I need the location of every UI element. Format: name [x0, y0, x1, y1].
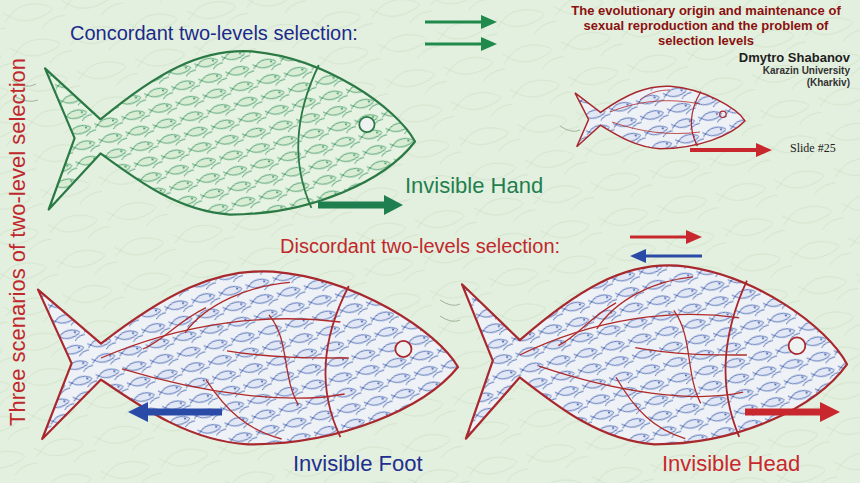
discordant-arrows [630, 230, 702, 263]
motion-line [440, 300, 460, 305]
scenario-name: Invisible Hand [405, 173, 543, 199]
blue-arrow [128, 402, 222, 422]
fish-vein [520, 314, 739, 355]
fish-veins [610, 90, 700, 134]
arrow-head [630, 249, 646, 263]
fish-outline [45, 51, 415, 215]
section-heading: Discordant two-levels selection: [280, 235, 560, 258]
arrow-shaft [425, 21, 483, 24]
fish-vein [143, 308, 206, 349]
scenario-name: Invisible Head [662, 451, 800, 477]
fish-head-line [726, 281, 747, 437]
motion-line [560, 126, 580, 131]
arrow-head [820, 402, 840, 422]
arrow-shaft [690, 148, 758, 152]
fish-vein [539, 366, 743, 396]
fish-shape [38, 268, 458, 479]
fish-head-line [298, 65, 319, 208]
fish-shape [462, 262, 847, 479]
red-arrow [745, 402, 840, 422]
arrow-shaft [745, 409, 824, 416]
fish-vein [122, 369, 345, 398]
fish-node: Invisible Hand [45, 48, 549, 218]
fish-vein [227, 351, 349, 358]
arrow-shaft [425, 43, 483, 46]
scenario-name: Invisible Foot [293, 451, 423, 477]
fish-outline [575, 86, 745, 149]
arrow-head [481, 37, 497, 51]
arrow-head [128, 402, 148, 422]
fish-node: Invisible Head [462, 262, 847, 479]
arrow-shaft [644, 255, 702, 258]
fish-vein [101, 319, 340, 358]
motion-line [440, 316, 460, 321]
arrow-head [686, 230, 702, 244]
green-arrow [318, 195, 403, 215]
vertical-heading: Three scenarios of two-level selection [5, 58, 31, 426]
fish-veins [520, 277, 747, 439]
fish-vein [558, 303, 616, 346]
small-fish [575, 86, 772, 157]
fish-vein [185, 282, 290, 332]
arrow-head [384, 195, 403, 215]
arrow-shaft [630, 236, 688, 239]
arrow-head [756, 143, 772, 157]
fish-outline [38, 271, 458, 444]
fish-vein [269, 315, 298, 405]
arrow-shaft [318, 202, 388, 209]
fish-vein [616, 377, 685, 438]
fish-vein [597, 277, 693, 329]
fish-head-line [325, 286, 348, 437]
fish-node: Invisible Foot [38, 268, 458, 479]
fish-vein [206, 380, 282, 439]
concordant-arrows [425, 15, 497, 51]
arrow-head [481, 15, 497, 29]
arrow-shaft [144, 409, 222, 416]
fish-outline [462, 265, 847, 444]
slide-number: Slide #25 [790, 141, 836, 156]
slide-title: The evolutionary origin and maintenance … [558, 3, 854, 48]
fish-vein [674, 310, 701, 403]
fish-head-line [691, 92, 700, 147]
fish-eye [395, 341, 411, 357]
fish-eye [789, 337, 806, 354]
section-heading: Concordant two-levels selection: [70, 22, 358, 45]
fish-vein [635, 348, 747, 355]
affiliation: Karazin University (Kharkiv) [750, 65, 850, 89]
fish-eye [720, 111, 726, 117]
fish-veins [101, 282, 349, 439]
fish-eye [359, 117, 374, 132]
author-name: Dmytro Shabanov [739, 50, 850, 65]
